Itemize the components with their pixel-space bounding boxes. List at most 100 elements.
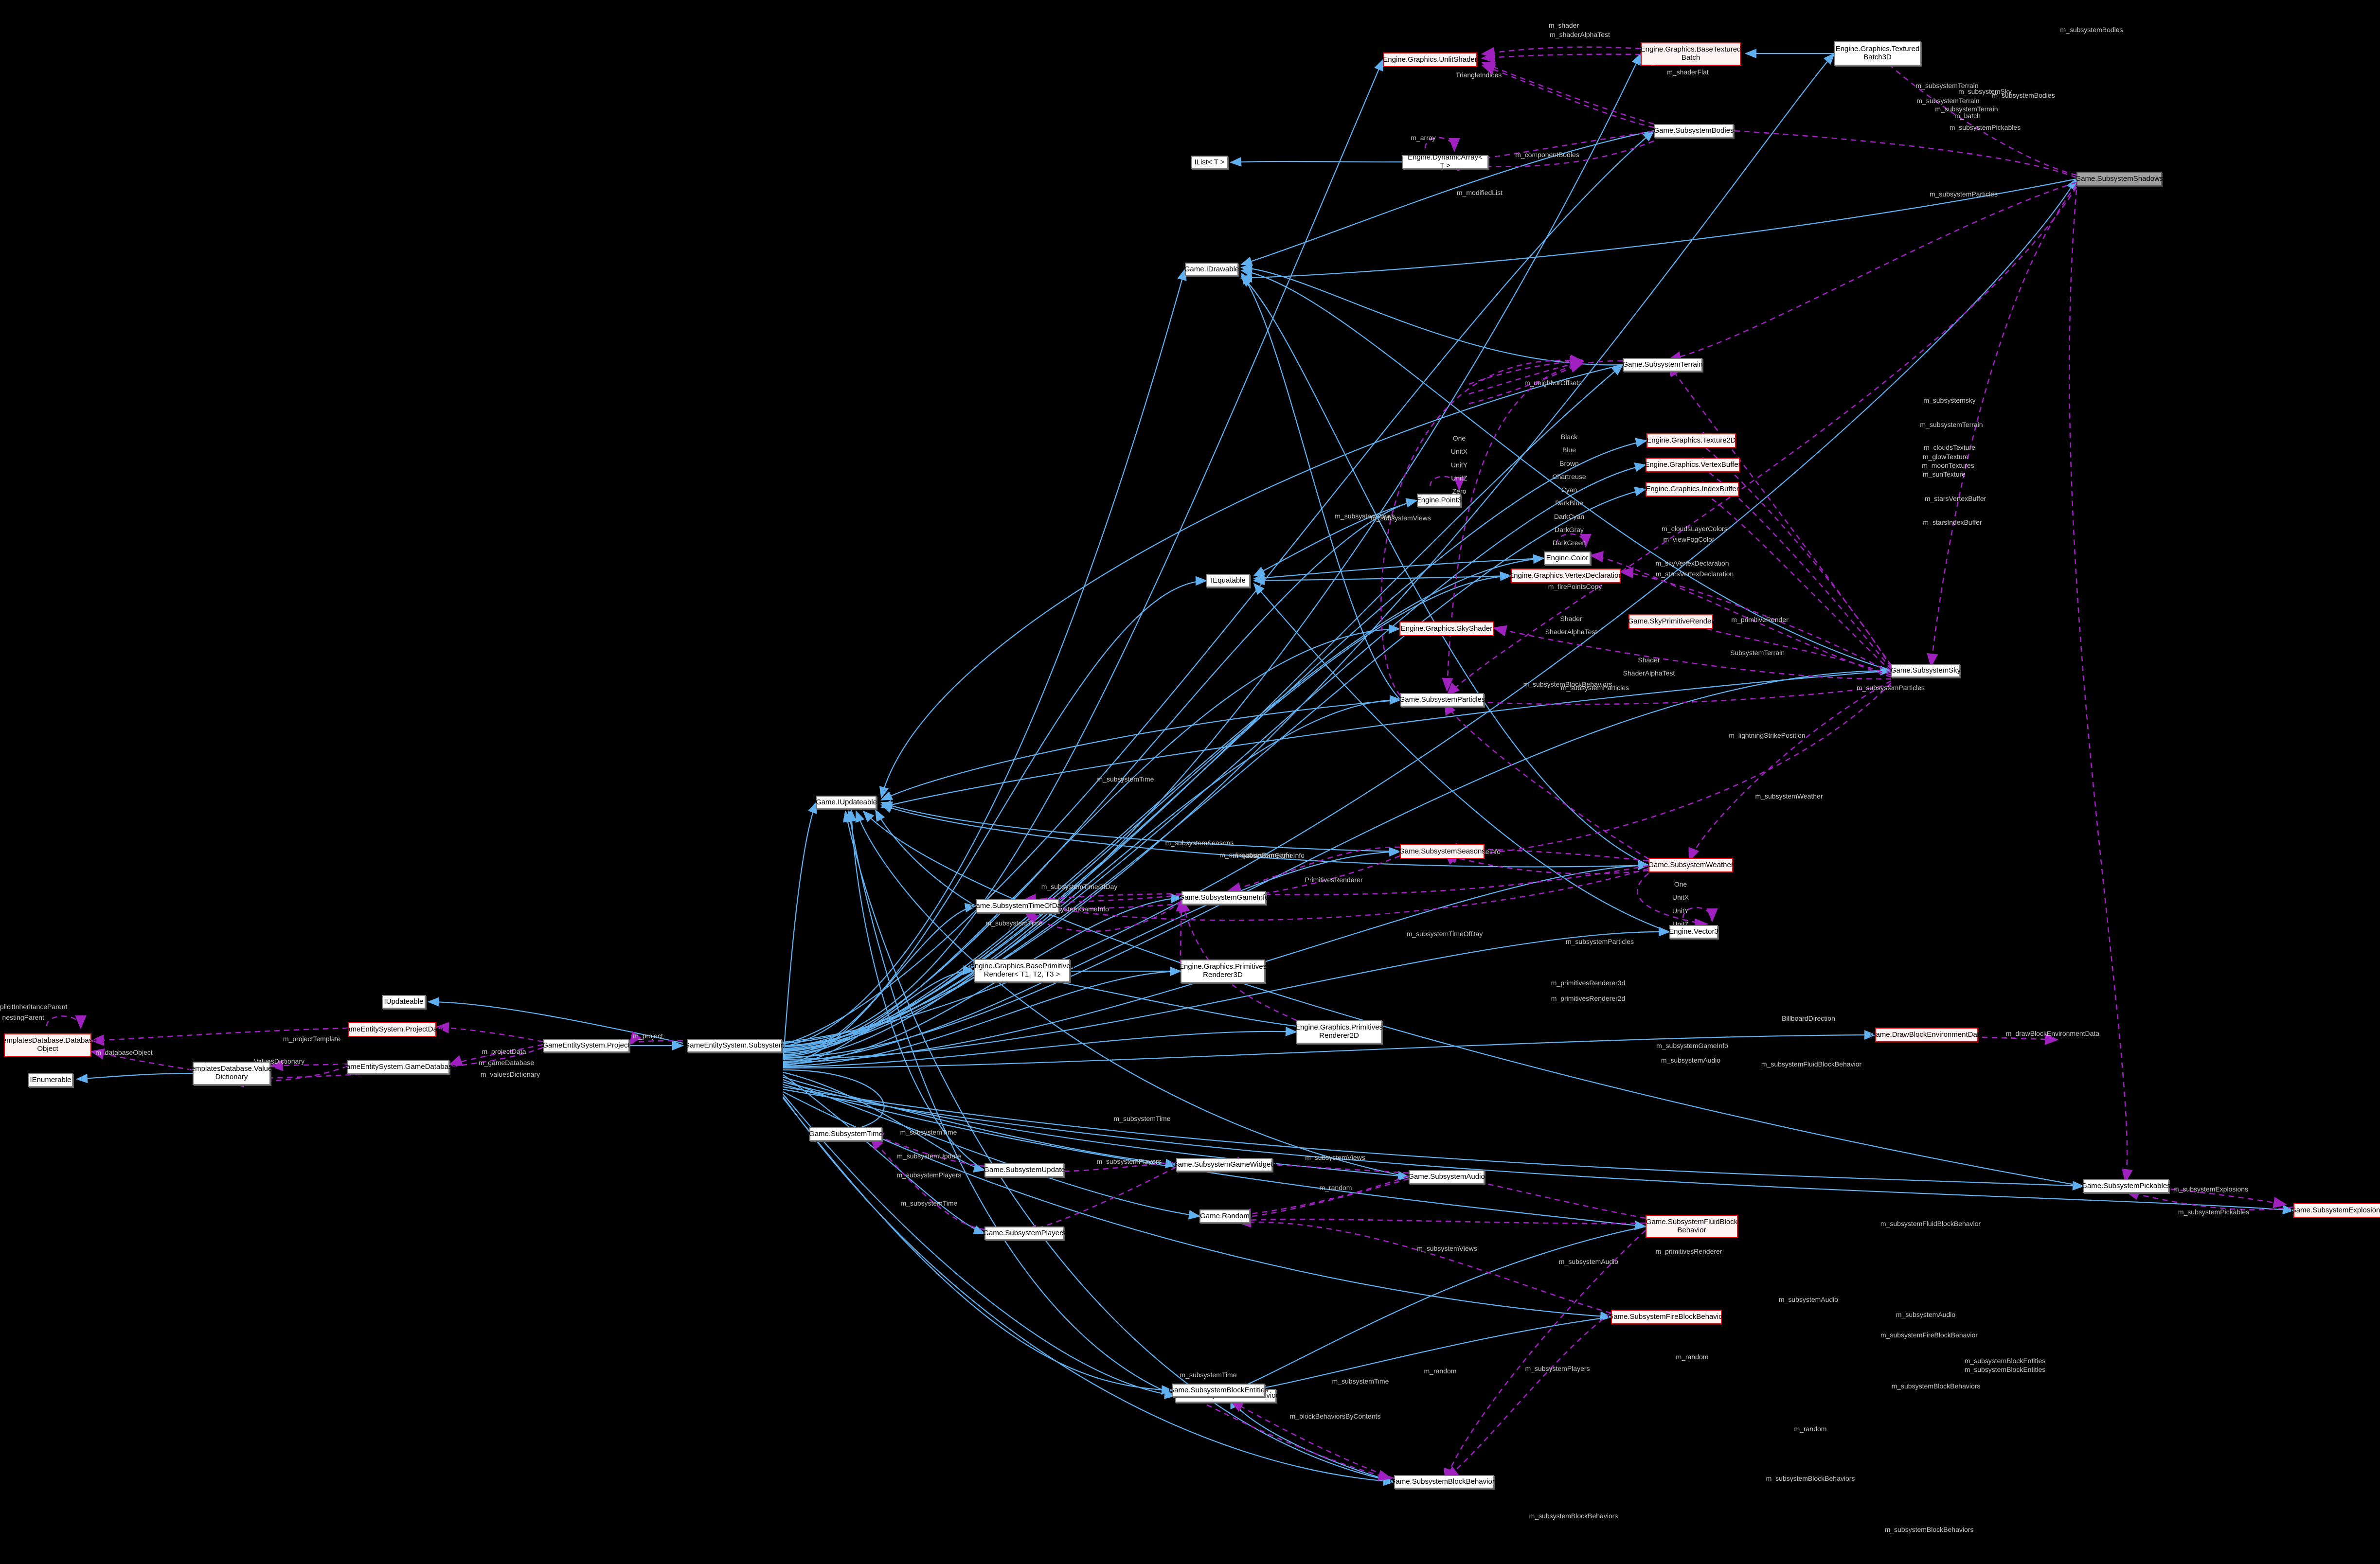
edge-label: m_subsystemTerrain: [1920, 421, 1983, 428]
node-engine-graphics-vertexbuffer[interactable]: Engine.Graphics.VertexBuffer: [1645, 458, 1741, 472]
node-game-subsystemtimeofday[interactable]: Game.SubsystemTimeOfDay: [970, 899, 1065, 913]
node-game-subsystemfluidblockbehavior[interactable]: Game.SubsystemFluidBlock Behavior: [1646, 1215, 1738, 1238]
edge-label: m_subsystemTimeOfDay: [1406, 930, 1483, 938]
edge-label: m_subsystemTime: [1097, 775, 1154, 783]
node-iequatable[interactable]: IEquatable: [1206, 574, 1250, 587]
node-game-skyprimitiverender[interactable]: Game.SkyPrimitiveRender: [1628, 614, 1714, 629]
edge-label: m_subsystemsky: [1923, 396, 1976, 404]
edge-label: m_moonTextures: [1922, 462, 1974, 469]
edge-label: m_explicitInheritanceParent: [0, 1003, 68, 1011]
edge-label: m_subsystemAudio: [1896, 1311, 1956, 1318]
node-gameentitysystem-projectdata[interactable]: GameEntitySystem.ProjectData: [341, 1022, 443, 1037]
node-game-subsystemseasons[interactable]: Game.SubsystemSeasons: [1399, 844, 1485, 859]
node-iupdateable-interface[interactable]: IUpdateable: [382, 995, 426, 1009]
node-gameentitysystem-project[interactable]: GameEntitySystem.Project: [542, 1039, 630, 1052]
edge-label: m_skyVertexDeclaration: [1655, 559, 1729, 567]
edge-label: m_subsystemViews: [1335, 512, 1395, 520]
node-game-subsystempickables[interactable]: Game.SubsystemPickables: [2081, 1179, 2171, 1193]
node-game-subsystemplayers[interactable]: Game.SubsystemPlayers: [983, 1226, 1066, 1240]
edge-label: m_array: [1411, 134, 1436, 142]
node-engine-vector3[interactable]: Engine.Vector3: [1669, 925, 1718, 939]
edge-label: m_primitiveRender: [1731, 616, 1789, 623]
edge-label: m_projectData: [482, 1048, 526, 1055]
edge-label: m_subsystemBlockBehaviors: [1766, 1475, 1855, 1482]
node-engine-graphics-indexbuffer[interactable]: Engine.Graphics.IndexBuffer: [1646, 482, 1739, 497]
node-game-subsystemblockentities[interactable]: Game.SubsystemBlockEntities: [1168, 1384, 1269, 1397]
edge-label: m_primitivesRenderer3d: [1551, 979, 1626, 987]
edge-label: PrimitivesRenderer: [1305, 876, 1363, 884]
edge-label: m_starsVertexDeclaration: [1655, 570, 1734, 578]
edge-label: m_subsystemUpdate: [897, 1152, 961, 1160]
node-engine-graphics-baseprimitivesrenderer[interactable]: Engine.Graphics.BasePrimitives Renderer<…: [970, 959, 1074, 982]
edge-label: m_subsystemViews: [1305, 1154, 1365, 1161]
edge-label: m_subsystemParticles: [1565, 938, 1634, 945]
node-engine-graphics-vertexdeclaration[interactable]: Engine.Graphics.VertexDeclaration: [1509, 569, 1623, 583]
node-engine-graphics-primitivesrenderer3d[interactable]: Engine.Graphics.Primitives Renderer3D: [1179, 960, 1267, 983]
node-game-subsystemshadows[interactable]: Game.SubsystemShadows: [2076, 172, 2163, 186]
node-gameentitysystem-gamedatabase[interactable]: GameEntitySystem.GameDatabase: [340, 1060, 456, 1074]
node-gameentitysystem-subsystem[interactable]: GameEntitySystem.Subsystem: [684, 1039, 785, 1052]
node-engine-graphics-texture2d[interactable]: Engine.Graphics.Texture2D: [1646, 433, 1736, 448]
edge-label: m_starsIndexBuffer: [1923, 518, 1982, 526]
node-game-subsystemblockbehaviors[interactable]: Game.SubsystemBlockBehaviors: [1390, 1475, 1498, 1489]
edge-label: m_modifiedList: [1456, 189, 1503, 196]
edge-label: m_viewFogColor: [1663, 535, 1715, 543]
node-game-subsystemsky[interactable]: Game.SubsystemSky: [1891, 664, 1961, 677]
node-game-subsystembodies[interactable]: Game.SubsystemBodies: [1653, 124, 1734, 138]
node-engine-graphics-skyshader[interactable]: Engine.Graphics.SkyShader: [1399, 622, 1494, 636]
node-engine-dynamicarray-t[interactable]: Engine.DynamicArray< T >: [1402, 153, 1488, 170]
edge-label: m_random: [1319, 1184, 1352, 1191]
node-game-subsystemexplosions[interactable]: Game.SubsystemExplosions: [2291, 1203, 2380, 1218]
edge-label: m_random: [1794, 1425, 1827, 1433]
edge-label: m_starsVertexBuffer: [1924, 495, 1986, 502]
edge-label: m_subsystemGameInfo: [1656, 1042, 1728, 1049]
edge-label: m_subsystemBodies: [2060, 26, 2123, 34]
node-game-subsystemgamewidgets[interactable]: Game.SubsystemGameWidgets: [1172, 1158, 1276, 1172]
edge-label: TriangleIndices: [1455, 71, 1502, 79]
edge-label: m_subsystemPlayers: [1096, 1157, 1162, 1165]
node-engine-graphics-unlitshader[interactable]: Engine.Graphics.UnlitShader: [1383, 53, 1477, 67]
edge-label: m_subsystemPlayers: [896, 1171, 962, 1179]
node-game-subsystemterrain[interactable]: Game.SubsystemTerrain: [1622, 358, 1703, 372]
node-engine-point3[interactable]: Engine.Point3: [1416, 494, 1462, 507]
edge-label: m_subsystemPickables: [1949, 124, 2021, 131]
edge-label: m_subsystemParticles: [1856, 684, 1925, 692]
edge-label: m_subsystemBlockBehaviors: [1529, 1512, 1618, 1520]
edge-label: m_primitivesRenderer2d: [1551, 995, 1626, 1002]
node-engine-graphics-basetexturedbatch[interactable]: Engine.Graphics.BaseTextured Batch: [1641, 42, 1741, 66]
node-game-subsystemtime[interactable]: Game.SubsystemTime: [809, 1127, 883, 1141]
edge-label: m_subsystemPickables: [2178, 1208, 2250, 1216]
node-templatesdatabase-databaseobject[interactable]: TemplatesDatabase.Database Object: [0, 1033, 96, 1057]
node-engine-graphics-texturedbatch3d[interactable]: Engine.Graphics.Textured Batch3D: [1834, 41, 1921, 66]
edge-label: m_subsystemSky: [1958, 88, 2012, 95]
edge-label: m_neighborOffsets: [1524, 379, 1582, 387]
edge-label: m_nestingParent: [0, 1013, 44, 1021]
node-game-subsystemweather[interactable]: Game.SubsystemWeather: [1648, 858, 1734, 872]
node-templatesdatabase-valuesdictionary[interactable]: TemplatesDatabase.Values Dictionary: [187, 1062, 276, 1085]
node-engine-color[interactable]: Engine.Color: [1544, 551, 1591, 565]
const-stack-shader: Shader ShaderAlphaTest: [1545, 615, 1597, 636]
node-game-subsystemaudio[interactable]: Game.SubsystemAudio: [1408, 1170, 1485, 1184]
const-stack-shader-2: Shader ShaderAlphaTest: [1623, 656, 1675, 677]
edge-label: m_firePointsCopy: [1548, 583, 1602, 590]
node-game-subsystemparticles[interactable]: Game.SubsystemParticles: [1399, 693, 1485, 707]
edge-label: m_lightningStrikePosition: [1729, 731, 1806, 739]
node-game-subsystemgameinfo[interactable]: Game.SubsystemGameInfo: [1179, 891, 1269, 905]
node-game-iupdateable[interactable]: Game.IUpdateable: [816, 796, 877, 809]
edge-label: m_random: [1424, 1367, 1457, 1375]
node-ienumerable[interactable]: IEnumerable: [28, 1073, 73, 1087]
node-game-random[interactable]: Game.Random: [1199, 1209, 1250, 1223]
edge-label: m_project: [633, 1032, 663, 1040]
edge-label: m_blockBehaviorsByContents: [1289, 1412, 1381, 1420]
edge-label: m_subsystemTerrain: [1935, 105, 1998, 113]
edge-label: m_sunTexture: [1923, 470, 1966, 478]
node-game-subsystemfireblockbehavior[interactable]: Game.SubsystemFireBlockBehavior: [1608, 1310, 1725, 1324]
node-game-idrawable[interactable]: Game.IDrawable: [1184, 263, 1239, 276]
node-engine-graphics-primitivesrenderer2d[interactable]: Engine.Graphics.Primitives Renderer2D: [1295, 1020, 1383, 1044]
edge-label: m_subsystemWeather: [1755, 792, 1823, 800]
edge-label: m_subsystemTime: [900, 1199, 958, 1207]
node-ilist-t[interactable]: IList< T >: [1191, 156, 1228, 169]
node-game-subsystemupdate[interactable]: Game.SubsystemUpdate: [984, 1163, 1065, 1177]
node-game-drawblockenvironmentdata[interactable]: Game.DrawBlockEnvironmentData: [1870, 1028, 1983, 1042]
